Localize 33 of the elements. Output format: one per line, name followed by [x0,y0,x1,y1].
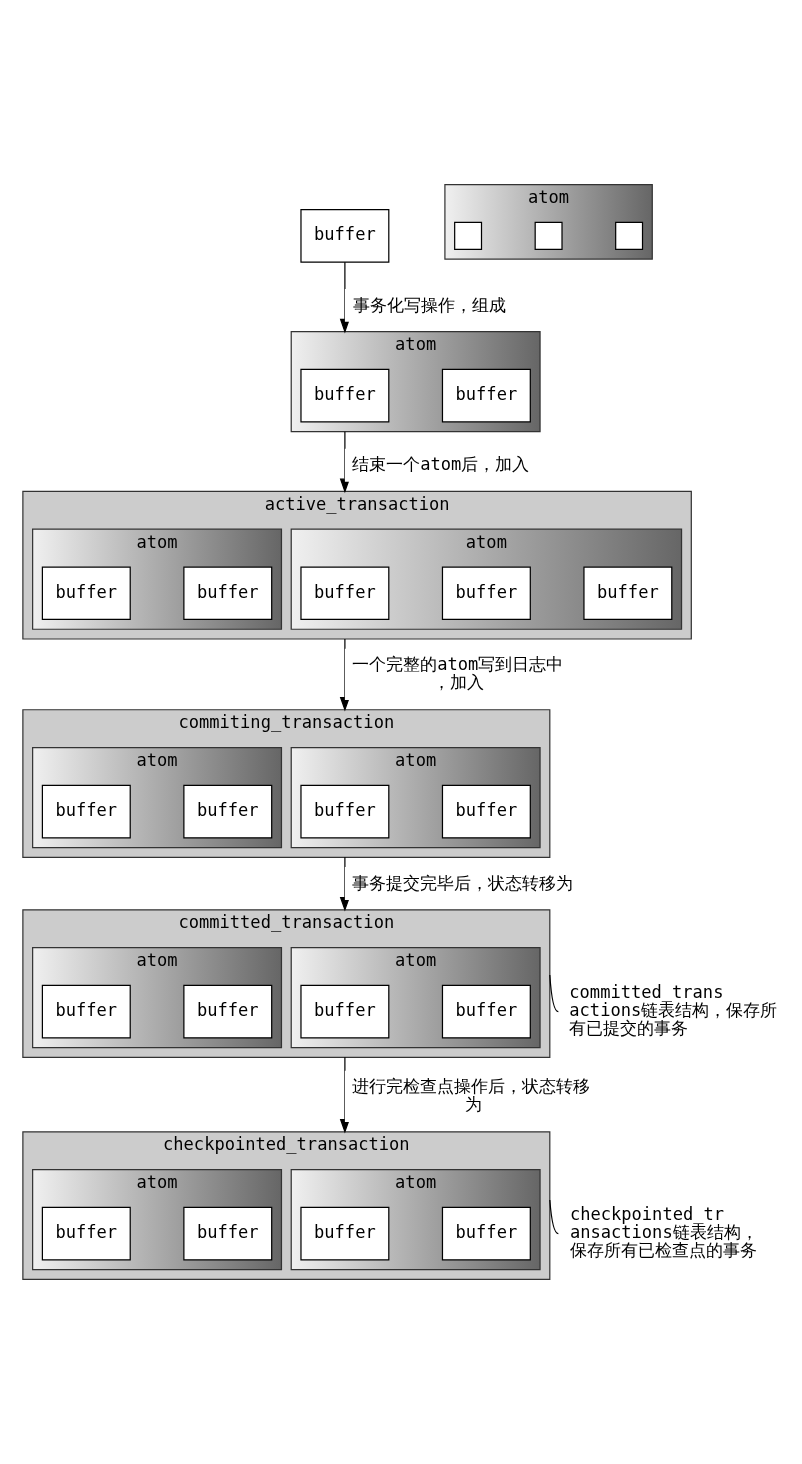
edge-label: 事务化写操作，组成 [352,294,506,315]
node-box: buffer [183,784,273,839]
edge-label: 进行完检查点操作后，状态转移为 [352,1075,591,1115]
node-text: checkpointed_transactions链表结构，保存所有已检查点的事务 [569,1203,758,1261]
node-box: buffer [300,566,390,621]
node-box: buffer [183,566,273,621]
connector [549,1199,559,1235]
cluster: atom [444,184,653,260]
node-box: buffer [183,984,273,1039]
node-box [615,221,644,250]
node-box: buffer [41,984,131,1039]
node-box: buffer [300,984,390,1039]
node-box: buffer [41,566,131,621]
node-box: buffer [41,784,131,839]
node-text: committed_transactions链表结构，保存所有已提交的事务 [569,981,778,1039]
node-box: buffer [300,1206,390,1261]
node-box: buffer [583,566,673,621]
edge-label: 结束一个atom后，加入 [352,454,530,475]
node-box: buffer [441,368,531,423]
edge-label: 事务提交完毕后，状态转移为 [352,872,574,893]
node-box: buffer [183,1206,273,1261]
node-box: buffer [300,368,390,423]
node-box: buffer [441,984,531,1039]
connector [549,974,559,1013]
edge-label: 一个完整的atom写到日志中，加入 [352,653,564,693]
node-box: buffer [441,566,531,621]
node-box: buffer [300,784,390,839]
node-box: buffer [441,1206,531,1261]
node-box: buffer [441,784,531,839]
node-box: buffer [41,1206,131,1261]
node-box: buffer [300,209,390,263]
node-box [454,221,483,250]
node-box [534,221,563,250]
